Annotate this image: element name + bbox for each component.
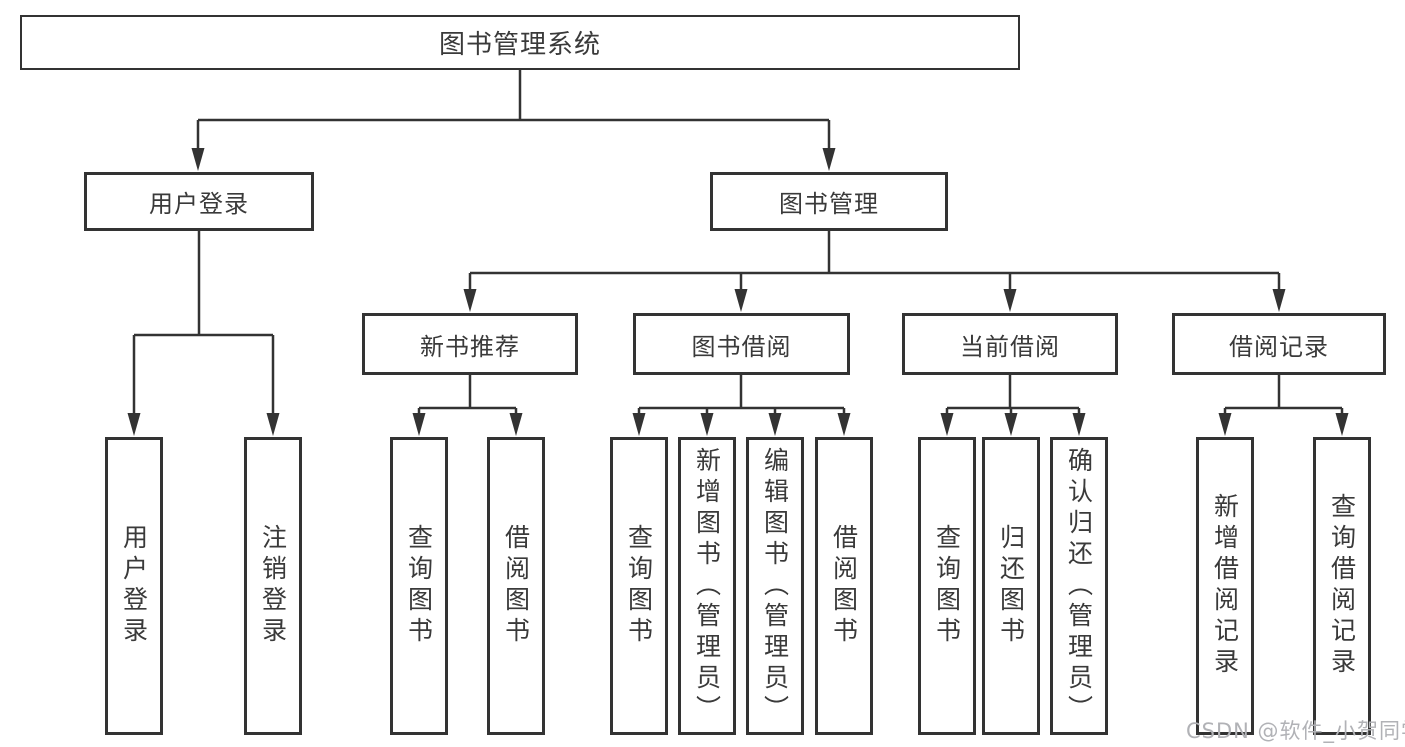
- node-book-management: 图书管理: [710, 172, 948, 231]
- node-user-login-label: 用户登录: [149, 190, 249, 218]
- node-leaf-rec-borrow-books-label: 借阅图书: [501, 524, 531, 648]
- node-leaf-user-login-label: 用户登录: [119, 524, 149, 648]
- node-borrowing-records: 借阅记录: [1172, 313, 1386, 375]
- node-leaf-bb-edit-books-admin-label: 编辑图书（管理员）: [760, 446, 790, 726]
- node-borrowing-records-label: 借阅记录: [1229, 332, 1329, 361]
- node-leaf-bb-query-books: 查询图书: [610, 437, 668, 735]
- node-leaf-bb-borrow-books: 借阅图书: [815, 437, 873, 735]
- node-leaf-bb-add-books-admin: 新增图书（管理员）: [678, 437, 736, 735]
- node-book-management-label: 图书管理: [779, 190, 879, 218]
- node-leaf-logout-label: 注销登录: [258, 524, 288, 648]
- node-root-label: 图书管理系统: [438, 30, 601, 60]
- node-leaf-logout: 注销登录: [244, 437, 302, 735]
- node-book-borrowing-label: 图书借阅: [691, 332, 792, 361]
- node-new-book-recommend: 新书推荐: [362, 313, 578, 375]
- node-new-book-recommend-label: 新书推荐: [420, 332, 520, 361]
- node-leaf-br-add-record: 新增借阅记录: [1196, 437, 1254, 735]
- node-leaf-bb-query-books-label: 查询图书: [624, 524, 654, 648]
- node-leaf-br-query-record: 查询借阅记录: [1313, 437, 1371, 735]
- node-leaf-cb-return-books-label: 归还图书: [996, 524, 1026, 648]
- node-leaf-cb-confirm-return-admin-label: 确认归还（管理员）: [1064, 446, 1094, 726]
- node-leaf-cb-query-books-label: 查询图书: [932, 524, 962, 648]
- node-current-borrowing: 当前借阅: [902, 313, 1118, 375]
- node-user-login: 用户登录: [84, 172, 314, 231]
- node-leaf-bb-add-books-admin-label: 新增图书（管理员）: [692, 446, 722, 726]
- node-leaf-cb-confirm-return-admin: 确认归还（管理员）: [1050, 437, 1108, 735]
- node-book-borrowing: 图书借阅: [633, 313, 850, 375]
- csdn-watermark: CSDN @软件_小贺同学: [1186, 719, 1405, 743]
- node-leaf-rec-borrow-books: 借阅图书: [487, 437, 545, 735]
- node-leaf-rec-query-books: 查询图书: [390, 437, 448, 735]
- node-leaf-bb-edit-books-admin: 编辑图书（管理员）: [746, 437, 804, 735]
- node-current-borrowing-label: 当前借阅: [960, 332, 1060, 361]
- node-leaf-br-add-record-label: 新增借阅记录: [1210, 493, 1240, 679]
- connector-paths: [132, 70, 1344, 415]
- node-leaf-br-query-record-label: 查询借阅记录: [1327, 493, 1357, 679]
- node-leaf-rec-query-books-label: 查询图书: [404, 524, 434, 648]
- arrowheads: [127, 148, 1349, 436]
- node-leaf-user-login: 用户登录: [105, 437, 163, 735]
- node-leaf-bb-borrow-books-label: 借阅图书: [829, 524, 859, 648]
- node-leaf-cb-query-books: 查询图书: [918, 437, 976, 735]
- node-root: 图书管理系统: [20, 15, 1020, 70]
- node-leaf-cb-return-books: 归还图书: [982, 437, 1040, 735]
